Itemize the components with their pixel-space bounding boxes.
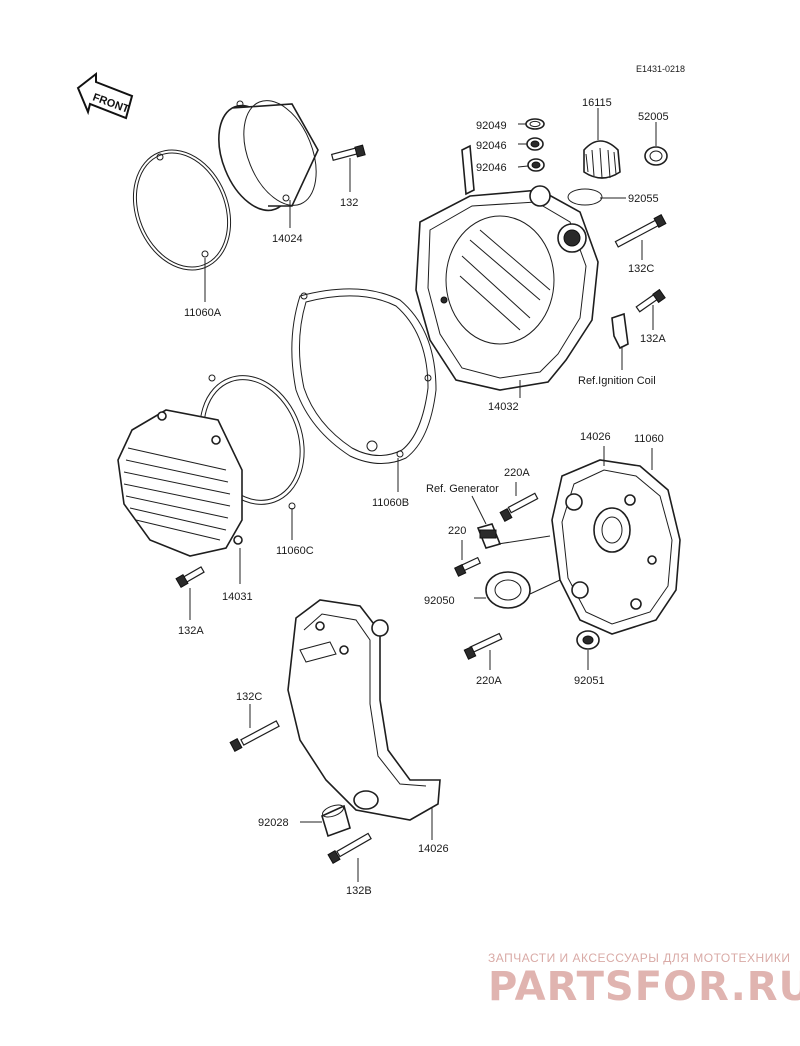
diagram-code: E1431-0218 <box>636 64 685 74</box>
label-14026-bottom: 14026 <box>418 843 449 855</box>
seal-92046b <box>527 158 545 172</box>
label-16115: 16115 <box>582 97 612 109</box>
label-92050: 92050 <box>424 595 455 607</box>
label-52005: 52005 <box>638 111 669 123</box>
label-220a-top: 220A <box>504 467 530 479</box>
bolt-132b <box>327 832 372 865</box>
label-220a-bottom: 220A <box>476 675 502 687</box>
label-92049: 92049 <box>476 120 507 132</box>
label-132c-bottom: 132C <box>236 691 262 703</box>
label-132b: 132B <box>346 885 372 897</box>
front-arrow-icon: FRONT <box>76 71 134 120</box>
cover-14026-top <box>551 459 681 635</box>
label-14032: 14032 <box>488 401 519 413</box>
bolt-132 <box>330 144 366 161</box>
clamp-generator <box>476 523 502 549</box>
bolt-132c-top <box>614 214 667 248</box>
label-132a-left: 132A <box>178 625 204 637</box>
label-92055: 92055 <box>628 193 659 205</box>
bolt-132a-top <box>635 288 666 313</box>
leader-lines <box>189 108 657 882</box>
watermark: ЗАПЧАСТИ И АКСЕССУАРЫ ДЛЯ МОТОТЕХНИКИ PA… <box>488 951 800 1010</box>
label-14024: 14024 <box>272 233 303 245</box>
bolt-132a-left <box>175 566 205 589</box>
seal-92046a <box>526 137 544 151</box>
cover-14026-bottom <box>287 599 441 821</box>
label-132c-top: 132C <box>628 263 654 275</box>
seal-92050 <box>485 571 531 609</box>
label-ref-generator: Ref. Generator <box>426 483 499 495</box>
bolt-220a-top <box>499 492 539 522</box>
watermark-brand: PARTSFOR.RU <box>488 964 800 1010</box>
cover-14024 <box>218 100 319 212</box>
label-132: 132 <box>340 197 358 209</box>
watermark-tagline: ЗАПЧАСТИ И АКСЕССУАРЫ ДЛЯ МОТОТЕХНИКИ <box>488 951 790 965</box>
cap-16115 <box>583 140 621 179</box>
label-11060: 11060 <box>634 433 664 445</box>
bolt-220a-bottom <box>463 632 503 660</box>
collar-92028 <box>321 804 351 838</box>
label-14026-top: 14026 <box>580 431 611 443</box>
oring-52005 <box>644 146 668 166</box>
label-92051: 92051 <box>574 675 605 687</box>
oring-92055 <box>567 188 603 206</box>
label-92046b: 92046 <box>476 162 507 174</box>
label-ref-ignition-coil: Ref.Ignition Coil <box>578 375 656 387</box>
bolt-132c-bottom <box>229 720 280 752</box>
bolt-220 <box>454 556 482 577</box>
label-11060b: 11060B <box>372 497 409 509</box>
bracket-ignition <box>611 312 629 350</box>
label-132a-top: 132A <box>640 333 666 345</box>
label-92046a: 92046 <box>476 140 507 152</box>
part-labels: 92049 92046 92046 16115 52005 92055 1402… <box>178 97 669 897</box>
seal-92049 <box>525 118 545 130</box>
label-11060c: 11060C <box>276 545 314 557</box>
label-11060a: 11060A <box>184 307 222 319</box>
label-220: 220 <box>448 525 466 537</box>
gasket-11060b <box>291 288 437 464</box>
clutch-cover-14032 <box>415 144 599 391</box>
generator-cover-14031 <box>117 409 243 557</box>
label-14031: 14031 <box>222 591 253 603</box>
label-92028: 92028 <box>258 817 289 829</box>
seal-92051 <box>576 630 600 650</box>
